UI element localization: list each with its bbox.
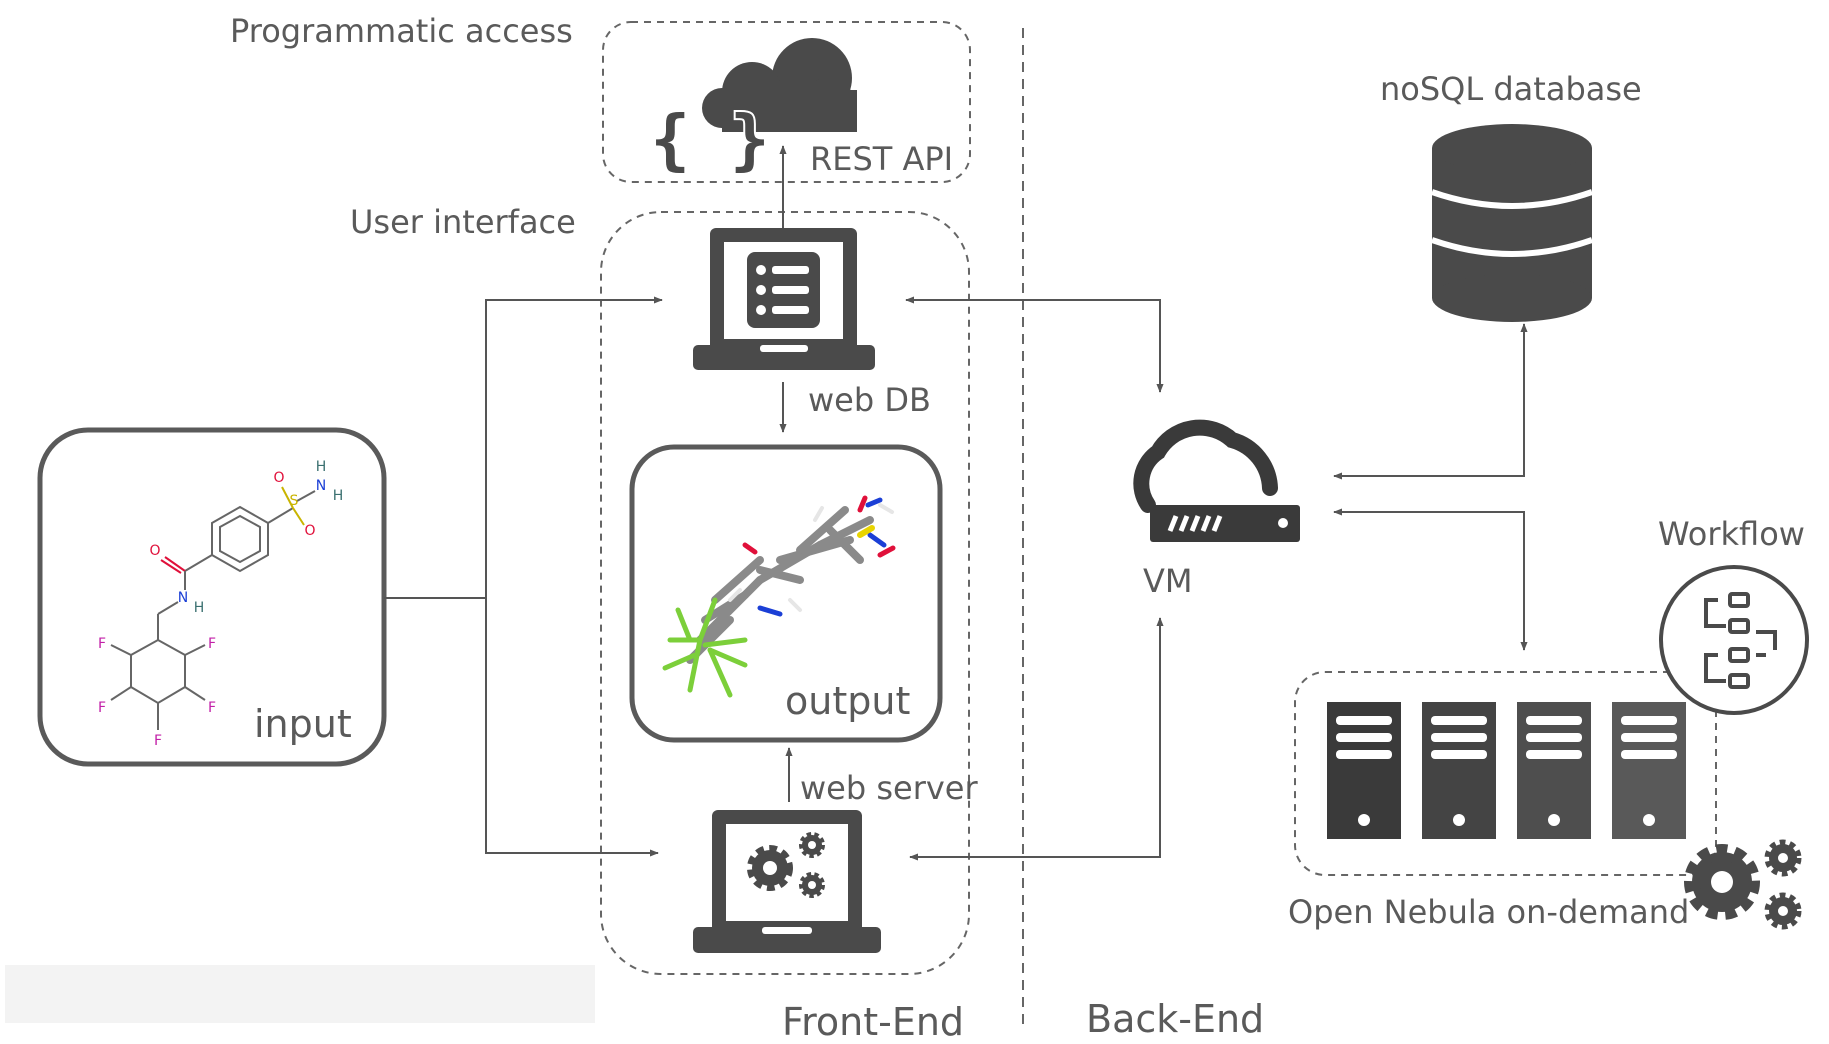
gears-icon: [1684, 839, 1802, 930]
web-server-laptop-icon: [693, 810, 881, 953]
molecule-atom-labels: O S O H N H O N H F F F F F: [98, 459, 343, 749]
faded-strip: [5, 965, 595, 1023]
server-icon: [1612, 702, 1686, 839]
atom-nitrogen: N: [178, 590, 188, 606]
nosql-database-icon: [1431, 124, 1593, 322]
atom-fluorine: F: [98, 700, 106, 716]
connectors: [384, 145, 1528, 861]
workflow-label: Workflow: [1658, 515, 1805, 553]
atom-oxygen: O: [273, 470, 284, 486]
vm-label: VM: [1143, 562, 1193, 600]
server-rack-icons: [1327, 702, 1686, 839]
docked-poses-3d: [662, 495, 896, 698]
front-end-label: Front-End: [782, 1000, 965, 1044]
input-to-server-arrow: [485, 598, 659, 857]
atom-oxygen: O: [149, 543, 160, 559]
atom-nitrogen: N: [316, 478, 326, 494]
atom-fluorine: F: [208, 636, 216, 652]
atom-hydrogen: H: [194, 600, 205, 616]
atom-hydrogen: H: [316, 459, 327, 475]
rest-api-container: [602, 21, 971, 183]
web-db-label: web DB: [808, 381, 931, 419]
atom-fluorine: F: [98, 636, 106, 652]
output-label: output: [785, 679, 911, 723]
back-end-label: Back-End: [1086, 997, 1265, 1041]
braces-icon: { }: [650, 101, 769, 178]
atom-fluorine: F: [208, 700, 216, 716]
server-icon: [1517, 702, 1591, 839]
rest-api-label: REST API: [810, 140, 954, 178]
user-interface-container: [600, 211, 970, 975]
user-interface-label: User interface: [350, 203, 576, 241]
server-icon: [1422, 702, 1496, 839]
input-to-ui-arrow: [485, 296, 663, 598]
programmatic-access-label: Programmatic access: [230, 12, 573, 50]
server-vm-arrow: [909, 617, 1164, 861]
input-label: input: [254, 702, 352, 746]
atom-hydrogen: H: [333, 488, 344, 504]
nosql-database-label: noSQL database: [1380, 70, 1642, 108]
atom-oxygen: O: [304, 523, 315, 539]
server-icon: [1327, 702, 1401, 839]
rest-api-cloud-icon: [702, 38, 857, 132]
atom-sulfur: S: [290, 493, 299, 509]
workflow-icon: [1659, 565, 1809, 715]
vm-cluster-arrow: [1333, 508, 1528, 651]
web-server-label: web server: [800, 769, 978, 807]
open-nebula-label: Open Nebula on-demand: [1288, 893, 1690, 931]
molecule-2d-structure: [110, 486, 316, 730]
ui-vm-arrow: [905, 296, 1164, 393]
vm-db-arrow: [1333, 323, 1528, 480]
vm-cloud-icon: [1133, 419, 1300, 542]
atom-fluorine: F: [154, 733, 162, 749]
web-db-laptop-icon: [693, 228, 875, 370]
